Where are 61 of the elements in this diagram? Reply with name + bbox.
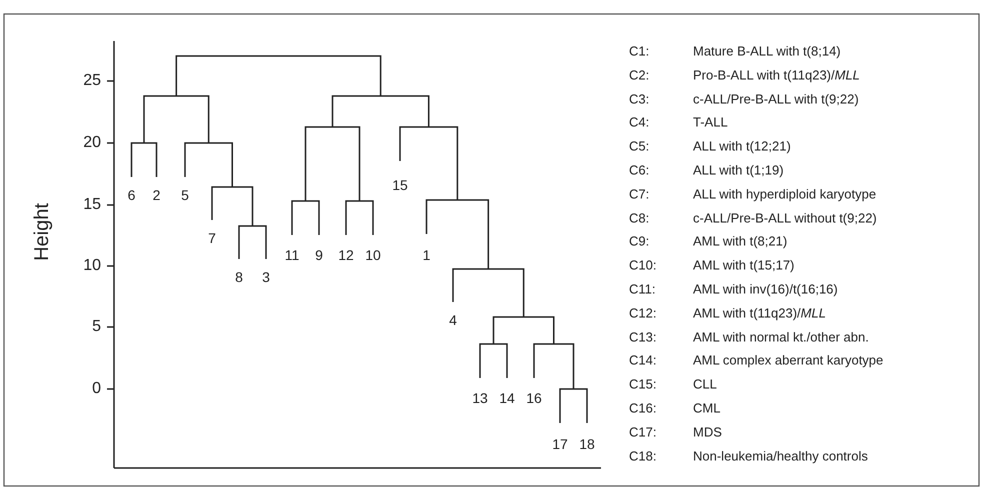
leaf-label: 16	[526, 391, 542, 405]
leaf-label: 14	[499, 391, 515, 405]
leaf-label: 4	[449, 313, 457, 327]
leaf-label: 10	[365, 248, 381, 262]
class-description: AML with normal kt./other abn.	[693, 330, 869, 344]
leaf-label: 5	[181, 188, 189, 202]
leaf-label: 3	[262, 270, 270, 284]
class-description: ALL with t(1;19)	[693, 164, 784, 176]
class-code: C13:	[629, 330, 656, 344]
axis-title: Height	[32, 203, 52, 261]
tick-label: 15	[83, 197, 101, 213]
class-description: ALL with t(12;21)	[693, 140, 791, 153]
leaf-label: 2	[152, 188, 160, 202]
class-code: C1:	[629, 44, 650, 58]
tick-label: 5	[92, 319, 101, 335]
tick-label: 0	[92, 381, 101, 397]
leaf-label: 15	[392, 178, 408, 192]
class-description: AML with t(11q23)/MLL	[693, 306, 826, 320]
class-code: C14:	[629, 354, 656, 367]
leaf-label: 13	[472, 391, 488, 405]
tick-label: 10	[83, 258, 101, 274]
class-description: CLL	[693, 378, 717, 391]
class-code: C8:	[629, 211, 650, 224]
class-description: T-ALL	[693, 116, 728, 129]
class-code: C17:	[629, 425, 656, 438]
class-code: C5:	[629, 140, 650, 153]
class-description: AML complex aberrant karyotype	[693, 354, 884, 367]
class-code: C12:	[629, 306, 656, 320]
class-description: CML	[693, 402, 720, 414]
class-description: c-ALL/Pre-B-ALL with t(9;22)	[693, 92, 859, 106]
class-code: C4:	[629, 116, 650, 129]
class-code: C7:	[629, 187, 650, 200]
class-code: C9:	[629, 234, 650, 248]
class-code: C15:	[629, 378, 656, 391]
class-description: Mature B-ALL with t(8;14)	[693, 44, 841, 58]
leaf-label: 12	[338, 248, 354, 262]
leaf-label: 17	[552, 437, 568, 451]
leaf-label: 9	[315, 248, 323, 262]
leaf-label: 18	[579, 437, 595, 451]
class-description: AML with t(15;17)	[693, 258, 794, 272]
class-description: AML with t(8;21)	[693, 234, 788, 248]
class-description: MDS	[693, 425, 722, 438]
class-code: C11:	[629, 282, 656, 296]
class-code: C2:	[629, 68, 650, 82]
class-description: c-ALL/Pre-B-ALL without t(9;22)	[693, 211, 877, 224]
leaf-label: 11	[284, 248, 300, 262]
class-code: C3:	[629, 92, 650, 106]
class-description: Non-leukemia/healthy controls	[693, 449, 868, 462]
leaf-label: 7	[208, 231, 216, 245]
tick-label: 20	[83, 135, 101, 151]
class-code: C16:	[629, 402, 656, 414]
class-description: Pro-B-ALL with t(11q23)/MLL	[693, 68, 860, 82]
class-code: C6:	[629, 164, 650, 176]
class-description: ALL with hyperdiploid karyotype	[693, 187, 876, 200]
class-code: C18:	[629, 449, 656, 462]
tick-label: 25	[83, 73, 101, 89]
class-code: C10:	[629, 258, 656, 272]
class-description: AML with inv(16)/t(16;16)	[693, 282, 838, 296]
leaf-label: 8	[235, 270, 243, 284]
leaf-label: 1	[422, 248, 430, 262]
leaf-label: 6	[128, 188, 136, 202]
